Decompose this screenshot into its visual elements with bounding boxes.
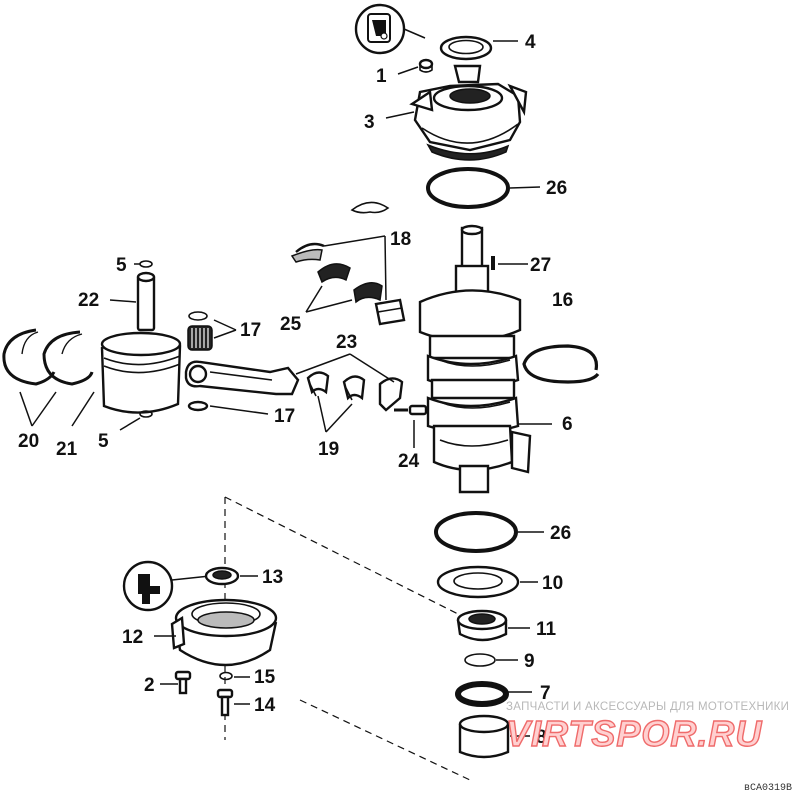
callout-14: 14 bbox=[254, 695, 276, 716]
washer-part-15 bbox=[219, 671, 250, 681]
callout-2: 2 bbox=[144, 675, 155, 696]
callout-10: 10 bbox=[542, 573, 563, 594]
needle-bearing-part-17 bbox=[187, 311, 269, 415]
callout-7: 7 bbox=[540, 683, 551, 704]
watermark: ЗАПЧАСТИ И АКСЕССУАРЫ ДЛЯ МОТОТЕХНИКИ VI… bbox=[505, 701, 789, 755]
clip-part-5-lower bbox=[119, 410, 153, 431]
o-ring-part-26-upper bbox=[426, 167, 541, 209]
seal-part-7 bbox=[455, 681, 532, 707]
upper-bearing-housing-part-3 bbox=[385, 64, 528, 161]
piston-pin-part-22 bbox=[109, 271, 156, 332]
retaining-ring-part-9 bbox=[464, 653, 518, 667]
callout-27: 27 bbox=[530, 255, 551, 276]
callout-16: 16 bbox=[552, 290, 573, 311]
callout-22: 22 bbox=[78, 290, 99, 311]
callout-12: 12 bbox=[122, 627, 143, 648]
callout-18: 18 bbox=[390, 229, 411, 250]
lower-bearing-housing-part-12 bbox=[154, 598, 278, 667]
callout-21: 21 bbox=[56, 439, 78, 460]
retainer-ring-part-18 bbox=[290, 201, 390, 301]
sealant-symbol-icon bbox=[122, 560, 211, 612]
connecting-rod bbox=[184, 360, 300, 396]
thrust-washer-part-10 bbox=[436, 565, 538, 599]
callout-3: 3 bbox=[364, 112, 375, 133]
dowel-pin-part-1 bbox=[397, 58, 434, 75]
seal-part-13 bbox=[204, 566, 258, 586]
callout-4: 4 bbox=[525, 32, 536, 53]
sleeve-part-8 bbox=[458, 714, 530, 759]
crankshaft-part-6 bbox=[418, 224, 552, 494]
piston-part-21 bbox=[71, 331, 182, 427]
piston-rings-part-20 bbox=[2, 328, 94, 427]
o-ring-part-26-lower bbox=[434, 511, 544, 553]
watermark-tagline: ЗАПЧАСТИ И АКСЕССУАРЫ ДЛЯ МОТОТЕХНИКИ bbox=[506, 701, 789, 713]
key-part-27 bbox=[491, 256, 528, 270]
seal-part-4 bbox=[439, 35, 518, 61]
watermark-brand: VIRTSPOR.RU bbox=[506, 713, 762, 754]
drawing-code: вCA0319B bbox=[744, 783, 792, 794]
lubricant-symbol-icon bbox=[354, 3, 426, 55]
callout-17-lower: 17 bbox=[274, 406, 295, 427]
callout-labels: 4 1 3 26 18 27 5 16 22 25 17 23 17 6 20 … bbox=[18, 32, 573, 748]
callout-26-lower: 26 bbox=[550, 523, 571, 544]
callout-23: 23 bbox=[336, 332, 357, 353]
callout-1: 1 bbox=[376, 66, 387, 87]
callout-6: 6 bbox=[562, 414, 573, 435]
callout-13: 13 bbox=[262, 567, 283, 588]
callout-26-upper: 26 bbox=[546, 178, 567, 199]
ball-bearing-part-11 bbox=[456, 609, 530, 642]
callout-5-upper: 5 bbox=[116, 255, 127, 276]
callout-20: 20 bbox=[18, 431, 39, 452]
screw-part-14 bbox=[216, 688, 250, 717]
callout-17-upper: 17 bbox=[240, 320, 261, 341]
callout-11: 11 bbox=[536, 619, 557, 640]
callout-9: 9 bbox=[524, 651, 535, 672]
rod-bolt-part-24 bbox=[394, 404, 428, 448]
callout-15: 15 bbox=[254, 667, 276, 688]
callout-19: 19 bbox=[318, 439, 339, 460]
snap-ring-part-16 bbox=[522, 344, 600, 384]
screw-part-2 bbox=[160, 670, 192, 695]
rod-cap-bearing-part-19 bbox=[295, 353, 404, 433]
bearing-cage-part-25 bbox=[305, 263, 406, 326]
callout-24: 24 bbox=[398, 451, 420, 472]
clip-part-5-upper bbox=[134, 260, 153, 268]
callout-5-lower: 5 bbox=[98, 431, 109, 452]
callout-25: 25 bbox=[280, 314, 302, 335]
callout-8: 8 bbox=[536, 727, 547, 748]
